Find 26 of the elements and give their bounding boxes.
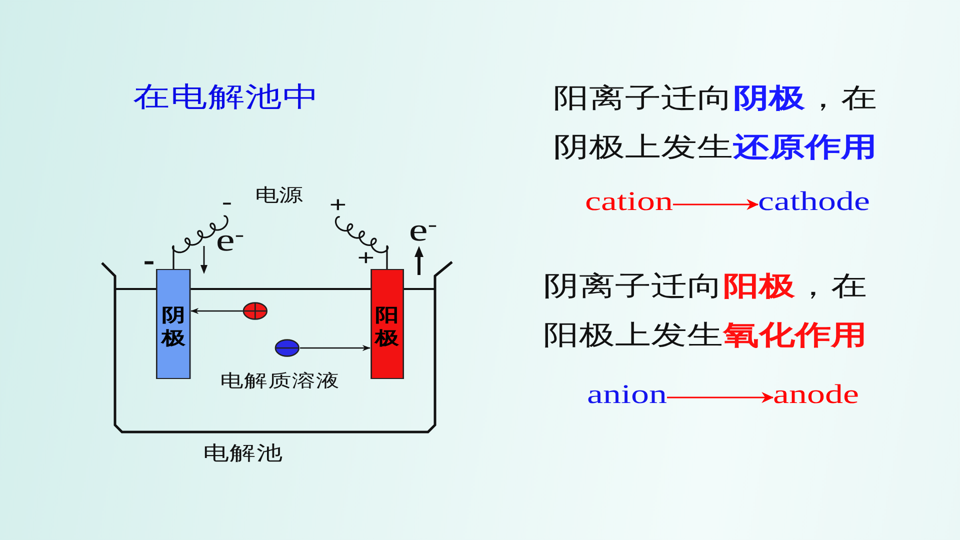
coiled-wire (334, 216, 389, 269)
text-paragraph: 阳离子迁向阴极，在阴极上发生还原作用 (553, 82, 878, 164)
electron-label: e$^{-}$ (408, 212, 438, 248)
arrow (667, 392, 774, 403)
arrow (300, 345, 370, 351)
polarity-sign: + (329, 192, 347, 218)
term-label: cathode (758, 187, 870, 217)
power-source-label: 电源 (255, 186, 303, 206)
electron-label: e$^{-}$ (216, 222, 244, 258)
arrow (190, 308, 243, 314)
ion-ball (243, 302, 268, 320)
text-paragraph: 阴离子迁向阳极，在阳极上发生氧化作用 (543, 270, 868, 352)
electrode-bar: 阴极 (156, 269, 191, 379)
coiled-wire (172, 215, 228, 269)
title: 在电解池中 (133, 82, 320, 112)
solution-label: 电解质溶液 (220, 372, 340, 392)
term-label: cation (585, 187, 673, 217)
polarity-sign: - (222, 190, 232, 216)
electrode-bar: 阳极 (370, 269, 404, 379)
polarity-sign: + (357, 246, 375, 270)
arrow (673, 199, 759, 210)
term-label: anion (587, 380, 667, 410)
tank-caption: 电解池 (203, 442, 283, 464)
polarity-sign: - (143, 246, 155, 276)
ion-ball (275, 339, 300, 357)
term-label: anode (773, 380, 859, 410)
